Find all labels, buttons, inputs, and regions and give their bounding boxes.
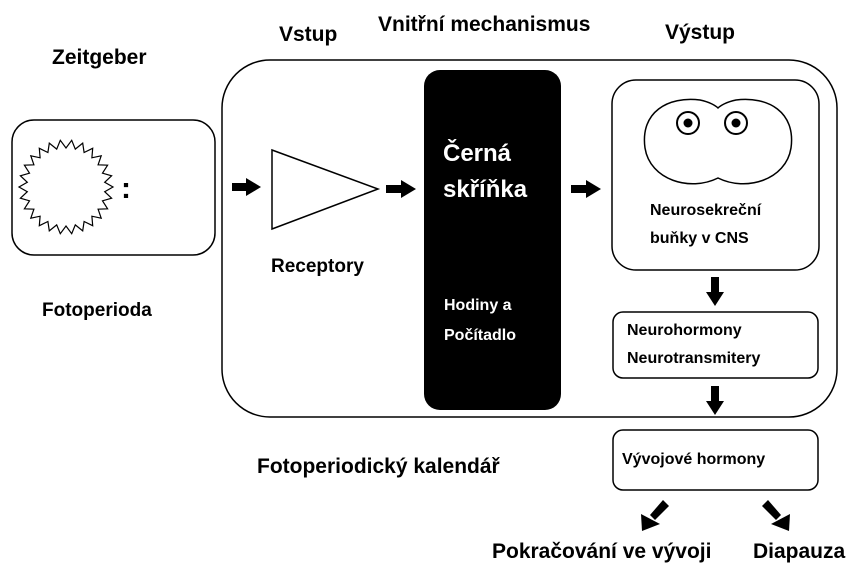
outcome-continue-label: Pokračování ve vývoji [492, 540, 712, 563]
arrow-receptor-to-black-box [386, 180, 416, 198]
arrow-to-diapause [762, 500, 790, 531]
output-line1: Neurosekreční [650, 202, 762, 219]
receptor-triangle-icon [271, 148, 381, 231]
outcome-diapause-label: Diapauza [753, 540, 846, 563]
neurohormones-box [612, 311, 819, 379]
black-box-sub-line2: Počítadlo [444, 327, 517, 344]
neurosecretory-cell-left-icon [676, 111, 700, 135]
cns-outline-icon [643, 98, 793, 185]
arrow-down-to-dev-hormones [706, 386, 724, 415]
neurosecretory-cell-right-icon [724, 111, 748, 135]
black-box-title-line1: Černá [443, 140, 512, 167]
neurohormones-line1: Neurohormony [627, 322, 742, 339]
arrow-zeitgeber-to-receptor [232, 178, 261, 196]
dev-hormones-box [612, 429, 819, 491]
photoperiod-label: Fotoperioda [42, 300, 152, 321]
output-line2: buňky v CNS [650, 230, 749, 247]
input-heading: Vstup [279, 23, 338, 46]
receptors-label: Receptory [271, 256, 364, 277]
black-box-title-line2: skříňka [443, 176, 528, 203]
black-box [424, 70, 561, 410]
mechanism-container [221, 59, 838, 418]
arrow-to-continue-development [641, 500, 669, 531]
arrow-down-to-neurohormones [706, 277, 724, 306]
black-box-sub-line1: Hodiny a [444, 297, 512, 314]
calendar-label: Fotoperiodický kalendář [257, 455, 500, 478]
day-night-separator: : [121, 172, 131, 205]
neurohormones-line2: Neurotransmitery [627, 350, 761, 367]
arrow-black-box-to-output [571, 180, 601, 198]
mechanism-heading: Vnitřní mechanismus [378, 13, 591, 36]
zeitgeber-heading: Zeitgeber [52, 46, 147, 69]
output-heading: Výstup [665, 21, 736, 44]
sun-icon [17, 139, 115, 235]
dev-hormones-label: Vývojové hormony [622, 451, 766, 468]
